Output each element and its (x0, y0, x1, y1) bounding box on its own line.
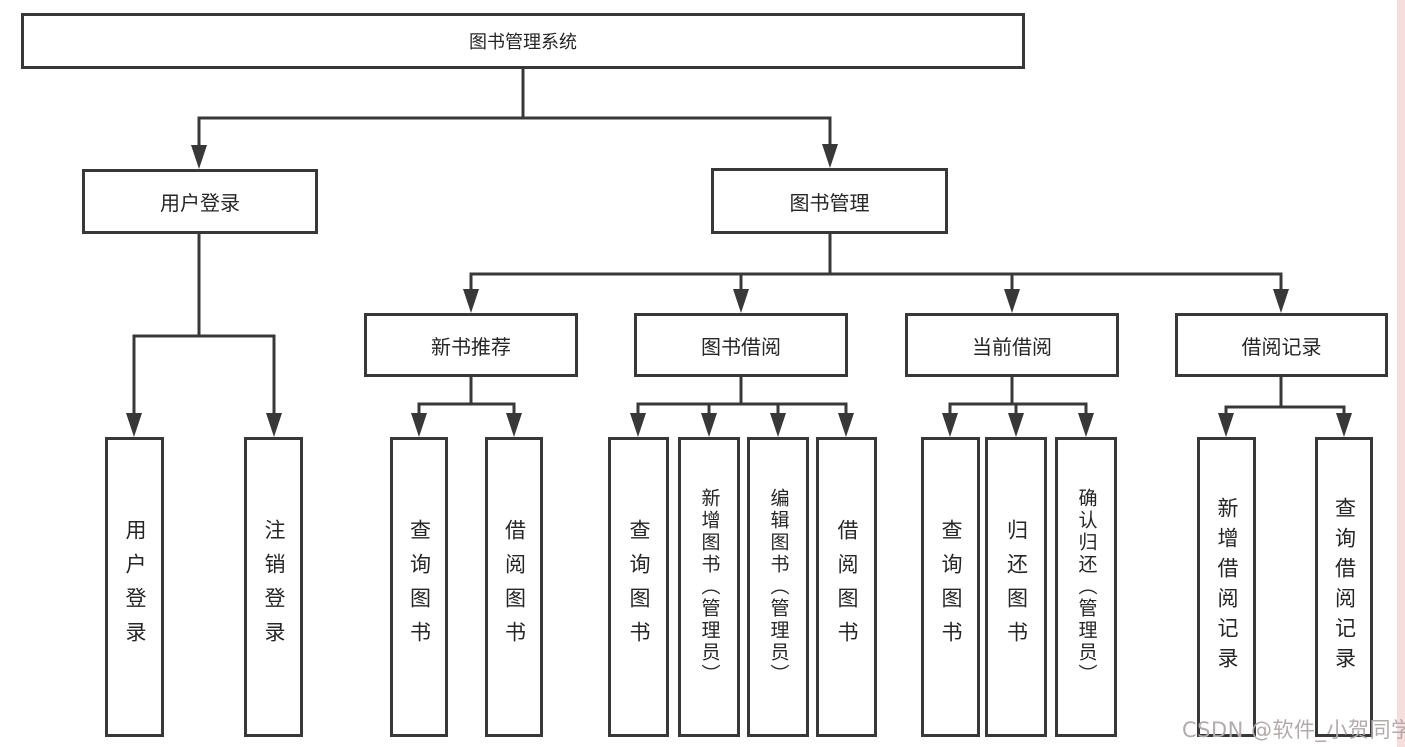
node-query-borrow-record: 查询借阅记录 (1315, 437, 1373, 737)
connector-borrow-records (1224, 375, 1346, 420)
node-label: 借阅图书 (835, 519, 859, 655)
node-book-management: 图书管理 (711, 168, 948, 234)
node-label: 用户登录 (160, 191, 240, 215)
node-label: 借阅图书 (502, 519, 527, 655)
node-label: 图书管理系统 (469, 32, 577, 53)
node-label: 查询借阅记录 (1332, 497, 1357, 677)
node-label: 新增借阅记录 (1215, 497, 1239, 677)
node-label: 编辑图书（管理员） (767, 488, 790, 686)
node-label: 新书推荐 (431, 334, 511, 359)
node-query-current-books: 查询图书 (921, 437, 980, 737)
node-label: 查询图书 (627, 519, 651, 655)
node-new-book-recommend: 新书推荐 (364, 313, 578, 377)
node-query-books-recommend: 查询图书 (390, 437, 448, 737)
node-label: 新增图书（管理员） (698, 488, 721, 686)
node-current-borrow: 当前借阅 (905, 313, 1119, 377)
node-add-borrow-record: 新增借阅记录 (1197, 437, 1256, 737)
node-label: 图书管理 (789, 190, 870, 215)
connector-book-borrow (636, 375, 848, 420)
node-user-login: 用户登录 (82, 169, 318, 234)
node-label: 归还图书 (1004, 519, 1029, 655)
node-label: 查询图书 (407, 519, 432, 655)
connector-book-management (469, 232, 1283, 296)
node-query-books: 查询图书 (608, 437, 669, 737)
node-label: 图书借阅 (701, 334, 781, 359)
node-confirm-return-admin: 确认归还（管理员） (1055, 437, 1117, 737)
node-label: 当前借阅 (972, 334, 1052, 359)
connector-root (197, 67, 832, 152)
right-edge-tint (1397, 0, 1405, 747)
arrowheads (126, 144, 1352, 437)
node-book-borrow: 图书借阅 (634, 313, 848, 377)
node-return-books: 归还图书 (985, 437, 1047, 737)
node-label: 用户登录 (123, 519, 147, 655)
node-label: 借阅记录 (1241, 334, 1322, 359)
connector-new-book-recommend (417, 375, 516, 420)
node-logout: 注销登录 (244, 437, 303, 737)
csdn-watermark: CSDN @软件_小贺同学 (1182, 718, 1405, 742)
node-library-management-system: 图书管理系统 (21, 13, 1025, 69)
node-label: 注销登录 (262, 519, 286, 655)
node-label: 查询图书 (939, 519, 963, 655)
node-add-books-admin: 新增图书（管理员） (678, 437, 740, 737)
node-borrow-books-recommend: 借阅图书 (485, 437, 543, 737)
connector-current-borrow (948, 375, 1088, 420)
node-borrow-books: 借阅图书 (816, 437, 877, 737)
node-label: 确认归还（管理员） (1075, 488, 1098, 686)
node-borrow-records: 借阅记录 (1175, 313, 1388, 377)
node-user-login-action: 用户登录 (105, 437, 164, 737)
connector-user-login (132, 232, 276, 420)
node-edit-books-admin: 编辑图书（管理员） (747, 437, 809, 737)
